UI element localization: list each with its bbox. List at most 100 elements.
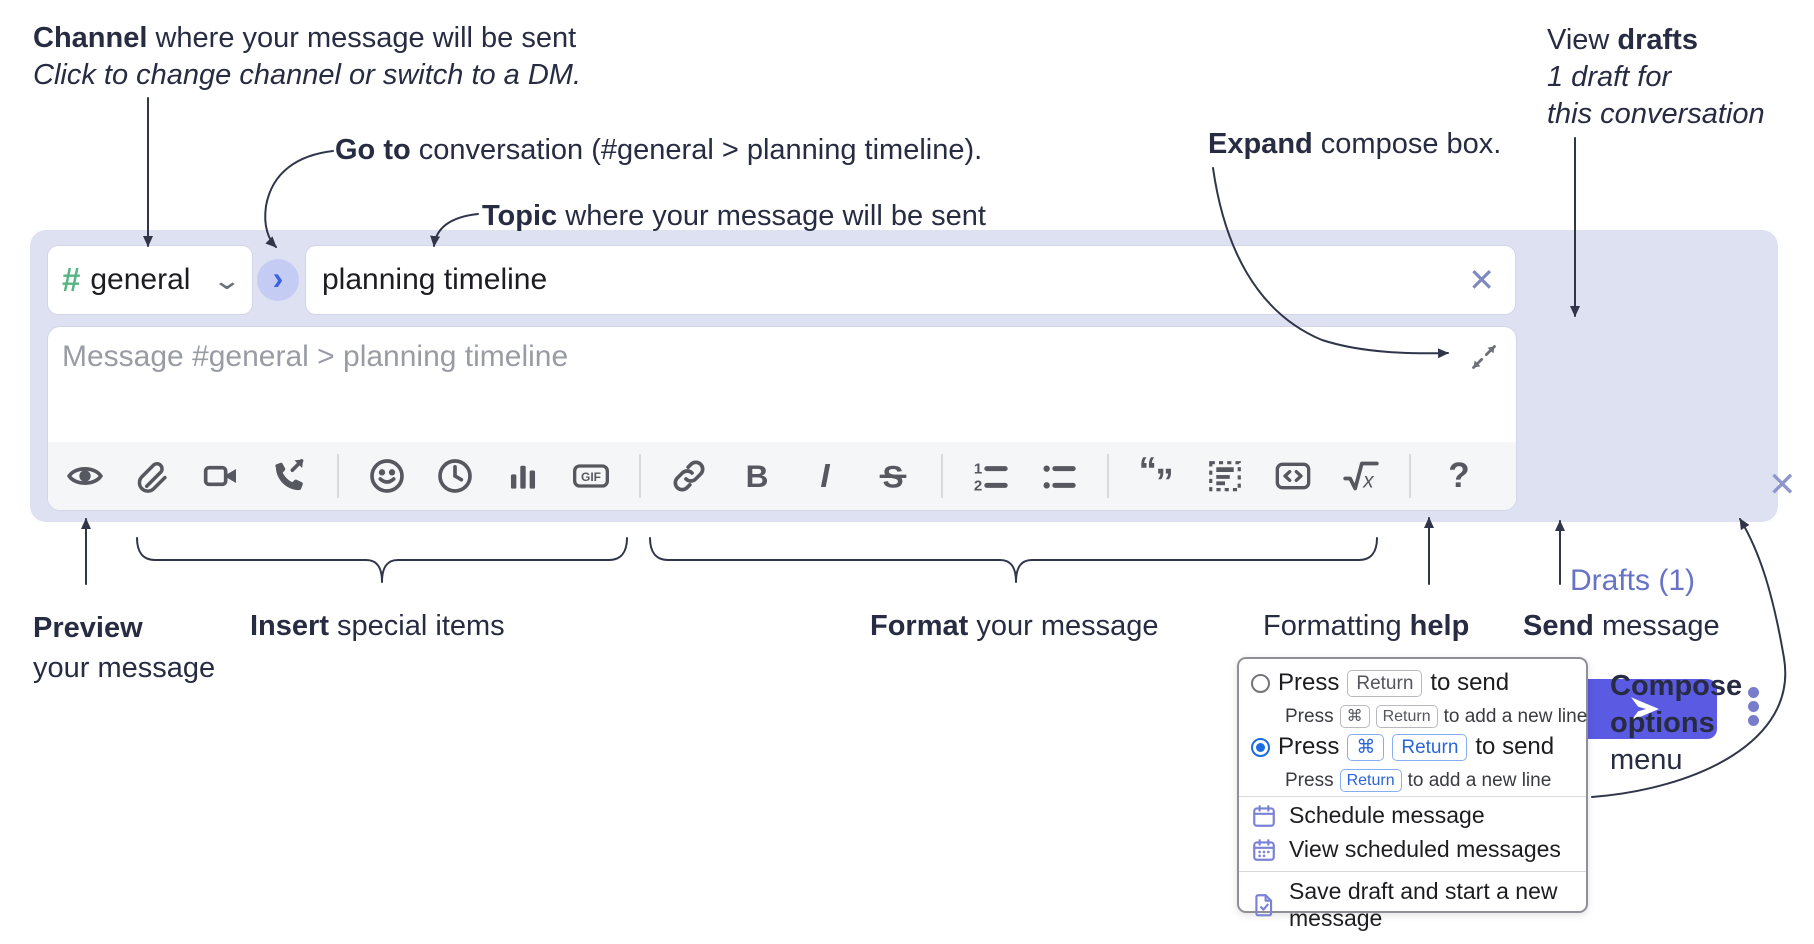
bold-icon: B <box>746 458 769 494</box>
clock-icon <box>438 459 472 493</box>
svg-text:2: 2 <box>974 477 982 494</box>
attach-button[interactable] <box>133 456 173 496</box>
close-icon[interactable]: ✕ <box>1768 466 1797 504</box>
video-camera-icon <box>203 465 236 487</box>
expand-annotation: Expand compose box. <box>1208 128 1502 160</box>
poll-button[interactable] <box>503 456 543 496</box>
text-snippet-icon <box>1209 461 1241 492</box>
call-button[interactable] <box>269 456 309 496</box>
italic-button[interactable]: I <box>805 456 845 496</box>
compose-options-annotation: Compose options menu <box>1610 670 1743 776</box>
toolbar-divider <box>941 454 943 498</box>
math-button[interactable]: x <box>1341 456 1381 496</box>
help-icon: ? <box>1448 456 1469 495</box>
calendar-icon <box>1253 804 1275 827</box>
message-area[interactable]: Message #general > planning timeline <box>48 327 1516 510</box>
gif-button[interactable]: GIF <box>571 456 611 496</box>
message-placeholder: Message #general > planning timeline <box>62 340 569 373</box>
svg-text:“: “ <box>1139 455 1157 491</box>
drafts-link[interactable]: Drafts (1) <box>1570 564 1696 597</box>
eye-icon <box>67 467 103 485</box>
svg-text:1: 1 <box>974 461 982 478</box>
menu-item-view-scheduled[interactable]: View scheduled messages <box>1251 836 1561 863</box>
svg-text:”: ” <box>1155 461 1173 497</box>
goto-annotation: Go to conversation (#general > planning … <box>335 134 983 166</box>
dot-icon <box>1748 715 1759 726</box>
svg-text:GIF: GIF <box>581 470 601 484</box>
send-annotation: Send message <box>1523 610 1720 642</box>
svg-text:I: I <box>820 458 830 495</box>
expand-icon[interactable] <box>1470 343 1498 371</box>
smiley-icon <box>370 459 404 493</box>
quote-button[interactable]: “ ” <box>1137 455 1177 497</box>
snippet-button[interactable] <box>1205 456 1245 496</box>
preview-annotation: Preview your message <box>33 612 216 684</box>
compose-box: # general ⌄ › ✕ Message #general > plann… <box>30 230 1797 739</box>
phone-forward-icon <box>275 459 304 491</box>
toolbar-divider <box>1107 454 1109 498</box>
insert-brace <box>136 537 628 583</box>
format-brace <box>649 537 1378 583</box>
gif-icon: GIF <box>573 464 610 488</box>
dot-icon <box>1748 701 1759 712</box>
strikethrough-button[interactable]: S <box>873 456 913 496</box>
topic-field: ✕ <box>306 246 1515 314</box>
channel-selector[interactable]: # general ⌄ <box>48 246 252 314</box>
bold-button[interactable]: B <box>737 456 777 496</box>
format-annotation: Format your message <box>870 610 1159 642</box>
toolbar-divider <box>337 454 339 498</box>
svg-text:x: x <box>1362 470 1375 493</box>
strikethrough-icon: S <box>879 459 907 495</box>
toolbar-divider <box>639 454 641 498</box>
radio-unselected[interactable] <box>1251 673 1270 693</box>
channel-name: general <box>90 263 191 296</box>
dot-icon <box>1748 687 1759 698</box>
calendar-dots-icon <box>1253 838 1275 861</box>
clear-topic-icon[interactable]: ✕ <box>1468 262 1495 298</box>
link-icon <box>673 460 705 492</box>
compose-options-button[interactable] <box>1748 687 1760 729</box>
chevron-down-icon: ⌄ <box>211 264 243 295</box>
code-block-icon <box>1275 462 1311 490</box>
svg-text:B: B <box>746 458 769 494</box>
emoji-button[interactable] <box>367 456 407 496</box>
paperclip-icon <box>137 462 167 493</box>
toolbar-divider <box>1409 454 1411 498</box>
menu-item-save-draft[interactable]: Save draft and start a new message <box>1251 878 1586 932</box>
formatting-help-button[interactable]: ? <box>1439 456 1479 496</box>
preview-button[interactable] <box>65 456 105 496</box>
sqrt-x-icon: x <box>1343 461 1379 493</box>
ordered-list-icon: 1 2 <box>974 461 1008 494</box>
code-button[interactable] <box>1273 456 1313 496</box>
bar-chart-icon <box>510 465 536 489</box>
topic-annotation: Topic where your message will be sent <box>482 200 986 232</box>
topic-input[interactable] <box>306 263 1449 297</box>
view-drafts-annotation: View drafts 1 draft for this conversatio… <box>1547 24 1765 130</box>
chevron-right-icon: › <box>272 260 284 296</box>
bullet-list-icon <box>1043 465 1076 489</box>
channel-hash-icon: # <box>62 261 81 298</box>
clock-button[interactable] <box>435 456 475 496</box>
italic-icon: I <box>820 458 830 495</box>
radio-selected[interactable] <box>1251 737 1270 757</box>
goto-conversation-button[interactable]: › <box>257 259 299 301</box>
channel-annotation: Channel where your message will be sent … <box>33 22 582 91</box>
menu-divider <box>1239 796 1586 797</box>
save-draft-icon <box>1255 894 1273 917</box>
menu-item-schedule-message[interactable]: Schedule message <box>1251 802 1485 829</box>
video-button[interactable] <box>201 456 241 496</box>
blockquote-icon: “ ” <box>1139 455 1174 497</box>
svg-text:?: ? <box>1448 456 1469 495</box>
link-button[interactable] <box>669 456 709 496</box>
compose-toolbar: GIF B I <box>48 442 1516 510</box>
insert-annotation: Insert special items <box>250 610 505 642</box>
bullet-list-button[interactable] <box>1039 456 1079 496</box>
ordered-list-button[interactable]: 1 2 <box>971 456 1011 496</box>
formatting-help-annotation: Formatting help <box>1263 610 1470 642</box>
